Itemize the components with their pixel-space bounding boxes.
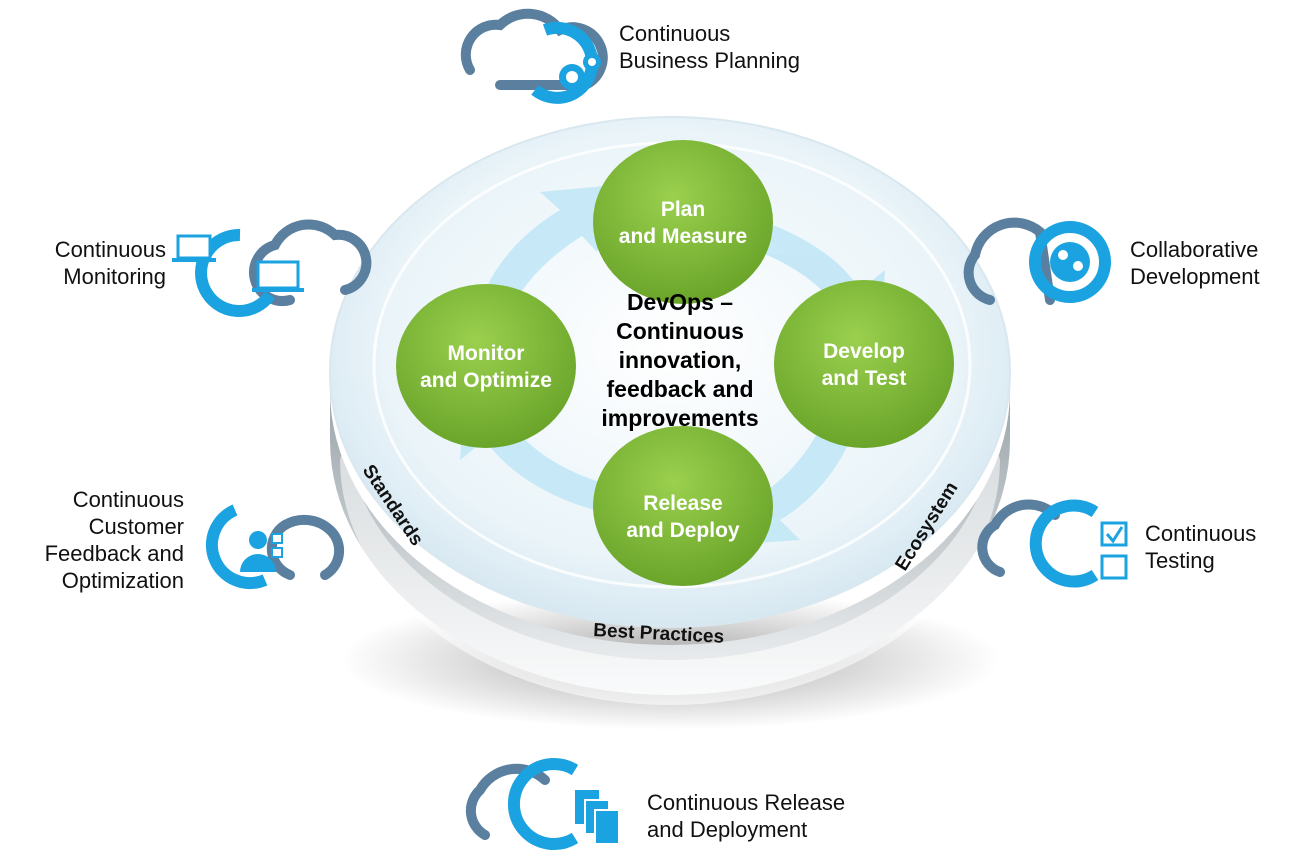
business-planning-icon — [460, 8, 608, 104]
phase-label-plan: Plan and Measure — [603, 196, 763, 250]
center-line: improvements — [601, 405, 759, 431]
practice-label-collaborative: Collaborative Development — [1130, 236, 1260, 290]
practice-line: Feedback and — [44, 541, 184, 566]
collaborative-development-icon — [963, 217, 1111, 305]
practice-line: Optimization — [61, 568, 184, 593]
phase-label-line: and Measure — [618, 225, 748, 248]
practice-line: Continuous — [619, 21, 731, 46]
phase-label-line: and Test — [821, 367, 907, 390]
practice-label-feedback: Continuous Customer Feedback and Optimiz… — [20, 486, 184, 594]
phase-circle-release — [593, 426, 773, 586]
continuous-monitoring-icon — [172, 219, 372, 317]
phase-label-develop: Develop and Test — [784, 338, 944, 392]
practice-line: Continuous — [72, 487, 184, 512]
center-line: feedback and — [606, 376, 754, 402]
phase-label-line: and Optimize — [420, 369, 552, 392]
continuous-testing-icon — [977, 499, 1128, 588]
disc-rim-band — [340, 430, 1000, 705]
phase-label-monitor: Monitor and Optimize — [406, 340, 566, 394]
phase-label-line: Plan — [660, 198, 706, 221]
phase-circle-plan — [593, 140, 773, 304]
practice-line: Continuous — [54, 237, 166, 262]
practice-line: Business Planning — [619, 48, 801, 73]
practice-line: Development — [1130, 264, 1260, 289]
practice-line: Customer — [88, 514, 184, 539]
practice-label-planning: Continuous Business Planning — [619, 20, 800, 74]
phase-label-line: Release — [643, 492, 723, 515]
center-title: DevOps – Continuous innovation, feedback… — [570, 288, 790, 433]
practice-line: Collaborative — [1130, 237, 1259, 262]
practice-line: Monitoring — [63, 264, 166, 289]
phase-label-line: Develop — [823, 340, 905, 363]
center-line: Continuous — [616, 318, 744, 344]
phase-circle-develop — [774, 280, 954, 448]
phase-circle-monitor — [396, 284, 576, 448]
phase-label-line: Monitor — [447, 342, 525, 365]
phase-label-line: and Deploy — [626, 519, 740, 542]
practice-line: and Deployment — [647, 817, 808, 842]
practice-label-testing: Continuous Testing — [1145, 520, 1256, 574]
practice-label-monitoring: Continuous Monitoring — [34, 236, 166, 290]
customer-feedback-icon — [205, 504, 345, 590]
practice-line: Testing — [1145, 548, 1215, 573]
practice-line: Continuous — [1145, 521, 1257, 546]
practice-label-release: Continuous Release and Deployment — [647, 789, 845, 843]
disc-rim — [330, 390, 1010, 695]
center-line: innovation, — [618, 347, 742, 373]
center-line: DevOps – — [626, 289, 734, 315]
disc-top — [329, 116, 1011, 628]
practice-line: Continuous Release — [647, 790, 846, 815]
continuous-release-icon — [465, 758, 620, 850]
phase-label-release: Release and Deploy — [603, 490, 763, 544]
